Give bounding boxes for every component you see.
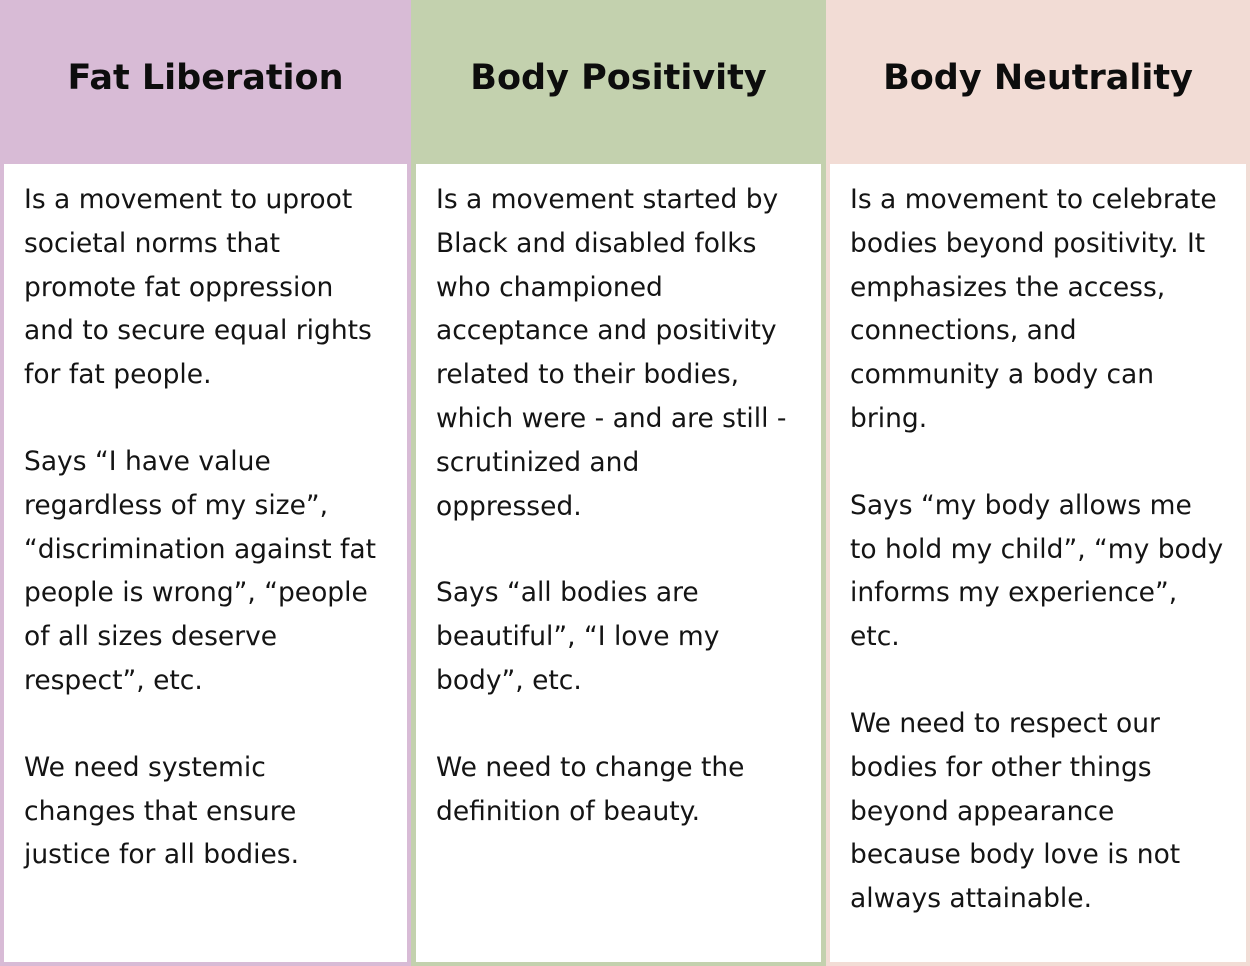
definition-text: Is a movement started by Black and disab… [436, 184, 787, 522]
column-heading: Body Neutrality [883, 58, 1193, 98]
column-body: Is a movement started by Black and disab… [416, 164, 821, 962]
says-text: Says “all bodies are beautiful”, “I love… [436, 577, 720, 696]
column-header: Body Positivity [411, 0, 826, 160]
says-text: Says “I have value regardless of my size… [24, 445, 376, 696]
need-text: We need to respect our bodies for other … [850, 707, 1181, 915]
column-body-neutrality: Body Neutrality Is a movement to celebra… [826, 0, 1250, 966]
definition-text: Is a movement to celebrate bodies beyond… [850, 184, 1217, 434]
says-text: Says “my body allows me to hold my child… [850, 489, 1224, 653]
column-body: Is a movement to celebrate bodies beyond… [830, 164, 1246, 962]
column-heading: Fat Liberation [67, 58, 344, 98]
column-heading: Body Positivity [470, 58, 767, 98]
column-header: Body Neutrality [826, 0, 1250, 160]
column-fat-liberation: Fat Liberation Is a movement to uproot s… [0, 0, 411, 966]
column-header: Fat Liberation [0, 0, 411, 160]
definition-text: Is a movement to uproot societal norms t… [24, 184, 372, 391]
column-body-positivity: Body Positivity Is a movement started by… [411, 0, 826, 966]
need-text: We need to change the definition of beau… [436, 751, 745, 827]
need-text: We need systemic changes that ensure jus… [24, 751, 300, 871]
column-body: Is a movement to uproot societal norms t… [4, 164, 407, 962]
